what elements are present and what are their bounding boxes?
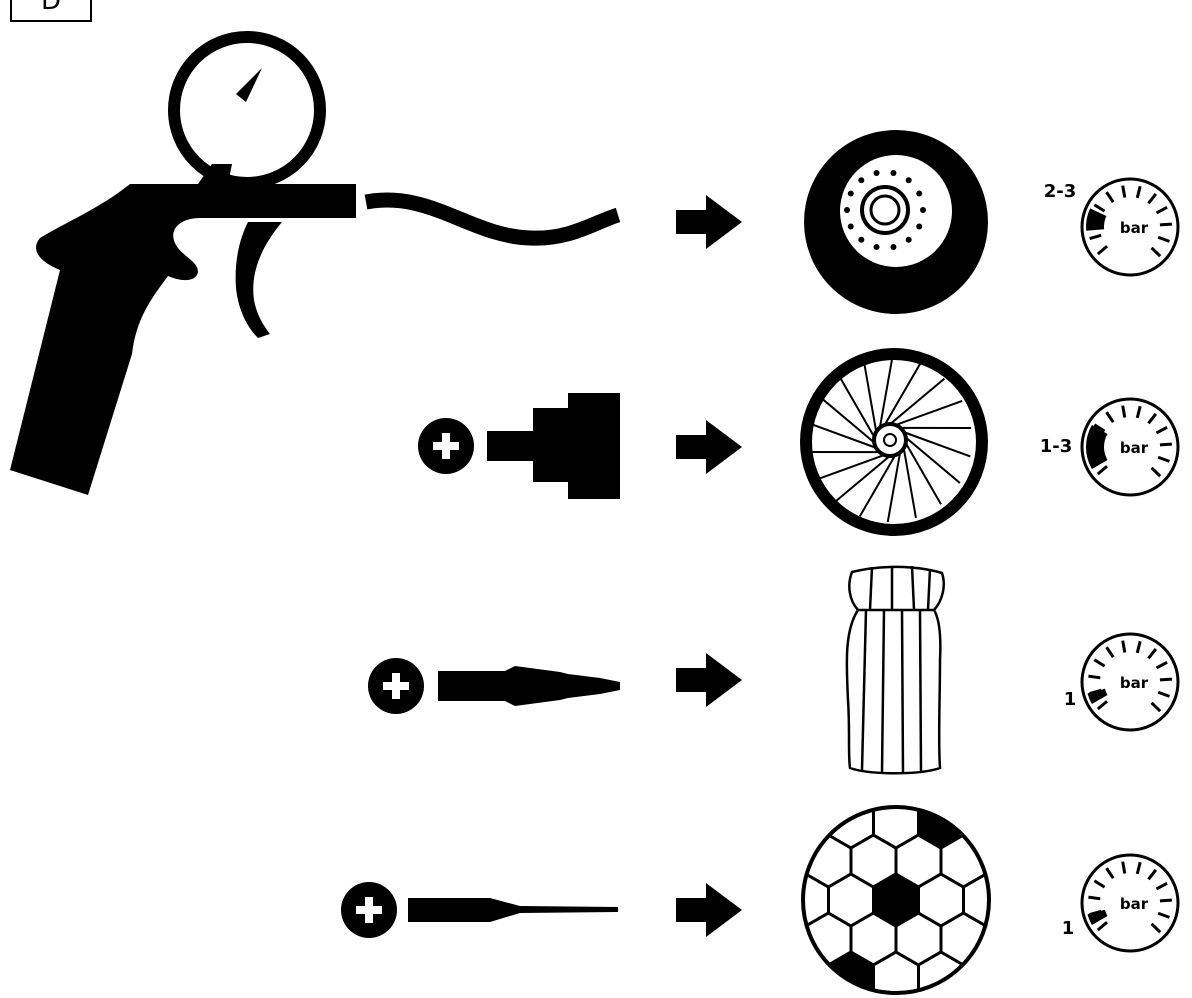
plus-icon [418,418,474,474]
trigger-icon [235,222,282,338]
stepped-valve-adapter-icon [487,393,620,499]
needle-adapter-icon [408,898,618,922]
arrow-icon [676,195,742,249]
spoked-bicycle-wheel-icon [800,348,988,536]
arrow-icon [676,420,742,474]
gauge-needle-icon [236,68,262,102]
figure-label: D [40,0,62,16]
pressure-gauge-icon: bar 1 [1064,632,1180,732]
arrow-icon [676,653,742,707]
pressure-unit-label: bar [1120,439,1149,457]
pressure-unit-label: bar [1120,219,1149,237]
pressure-gauge-icon: bar 2-3 [1044,177,1180,277]
pressure-value-label: 1-3 [1040,436,1073,457]
pressure-gauge-icon: bar 1 [1062,853,1180,953]
hose-icon [364,192,621,246]
pressure-unit-label: bar [1120,674,1149,692]
plus-icon [368,658,424,714]
pressure-value-label: 1 [1062,918,1075,939]
pressure-value-label: 2-3 [1044,181,1077,202]
air-gun-icon [10,31,356,495]
arrow-icon [676,883,742,937]
car-wheel-icon [804,130,988,314]
figure-label-box: D [10,0,92,22]
pressure-gauge-icon: bar 1-3 [1040,397,1180,497]
pressure-unit-label: bar [1120,895,1149,913]
tapered-nozzle-adapter-icon [438,666,620,706]
soccer-ball-icon [801,805,991,995]
plus-icon [341,882,397,938]
pressure-value-label: 1 [1064,689,1077,710]
air-mattress-icon [845,565,945,775]
